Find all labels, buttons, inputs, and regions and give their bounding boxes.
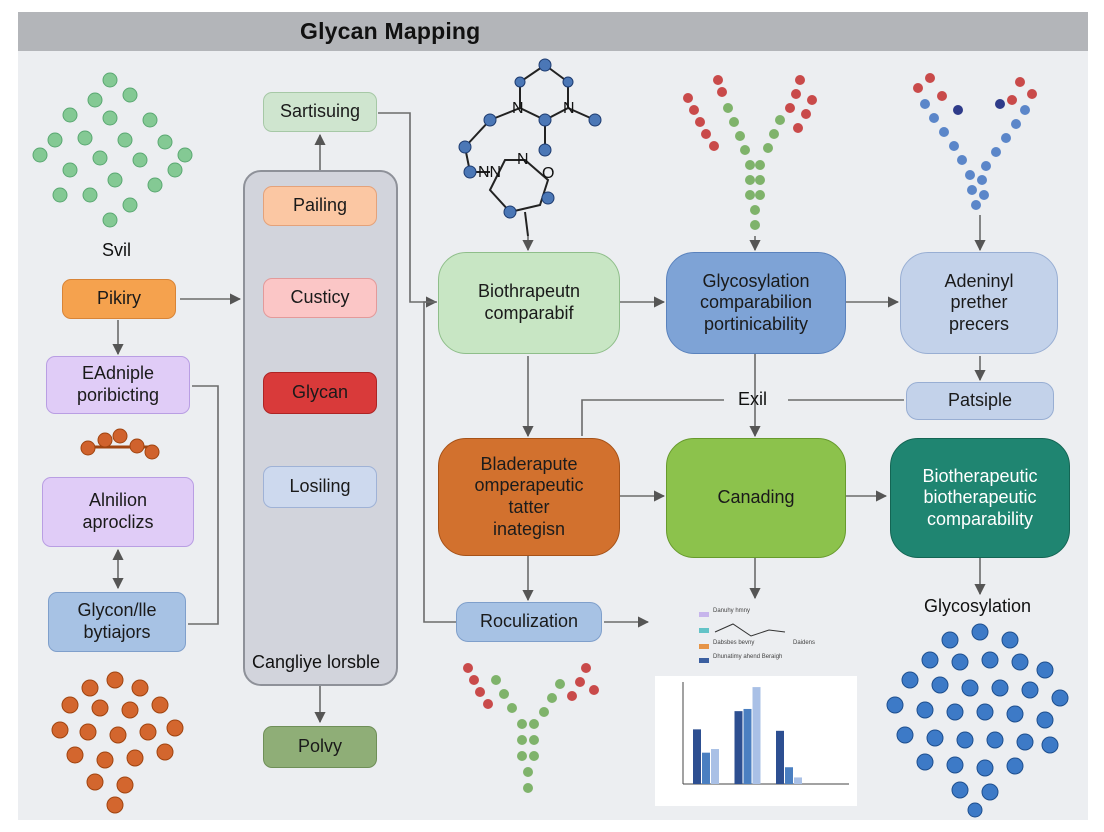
bar-chart-svg	[682, 682, 849, 785]
node-losiling[interactable]: Losiling	[263, 466, 377, 508]
legend-swatch	[699, 658, 709, 663]
legend-swatch	[699, 628, 709, 633]
node-glycan[interactable]: Glycan	[263, 372, 377, 414]
node-biothrapeutn[interactable]: Biothrapeutn comparabif	[438, 252, 620, 354]
legend-item: Dhunatimy ahend Beraigh	[713, 654, 783, 660]
bar	[776, 730, 784, 784]
bar	[702, 752, 710, 784]
node-bladerapute[interactable]: Bladerapute omperapeutic tatter inategis…	[438, 438, 620, 556]
orange-molecule-icon	[51, 671, 184, 814]
atom-label: NN	[478, 164, 502, 181]
node-pikiry[interactable]: Pikiry	[62, 279, 176, 319]
green-molecule-icon	[32, 72, 193, 228]
legend-swatches	[699, 612, 786, 663]
title-bar	[18, 12, 1088, 51]
exil-label: Exil	[738, 389, 768, 409]
connector-sartisuing-biothrapeutn	[378, 112, 438, 308]
atom-label: N	[512, 100, 524, 117]
bar	[785, 767, 793, 784]
hexagon-molecule-icon	[464, 63, 596, 237]
node-glycosylation-comparability[interactable]: Glycosylation comparabilion portinicabil…	[666, 252, 846, 354]
node-patsiple[interactable]: Patsiple	[906, 382, 1054, 420]
node-glycon[interactable]: Glycon/lle bytiajors	[48, 592, 186, 652]
bar	[743, 708, 752, 784]
antibody-red-green-icon	[683, 75, 817, 230]
glycosylation-label: Glycosylation	[924, 596, 1032, 616]
bar	[711, 749, 719, 784]
node-adeninyl[interactable]: Adeninyl prether precers	[900, 252, 1058, 354]
node-canading[interactable]: Canading	[666, 438, 846, 558]
legend-item: Dabsbes bevny	[713, 640, 755, 646]
legend-swatch	[699, 612, 709, 617]
legend-item: Daidens	[793, 640, 816, 646]
node-alnilion[interactable]: Alnilion aproclizs	[42, 477, 194, 547]
bar	[734, 711, 743, 784]
node-eadniple[interactable]: EAdniple poribicting	[46, 356, 190, 414]
node-sartisuing[interactable]: Sartisuing	[263, 92, 377, 132]
node-roculization[interactable]: Roculization	[456, 602, 602, 642]
bar	[794, 777, 802, 784]
process-group-container	[243, 170, 398, 686]
legend-item: Danuhy hmny	[713, 608, 751, 614]
orange-dimer-icon	[80, 428, 160, 460]
atom-label: N	[517, 151, 529, 168]
bar	[752, 687, 761, 784]
node-biotherapeutic[interactable]: Biotherapeutic biotherapeutic comparabil…	[890, 438, 1070, 558]
bar	[693, 729, 701, 784]
bar-chart	[655, 676, 857, 806]
cangliye-label: Cangliye lorsble	[252, 652, 381, 672]
atom-label: N	[563, 100, 575, 117]
svil-label: Svil	[102, 240, 132, 260]
legend-swatch	[699, 644, 709, 649]
chart-legend: Danuhy hmny Dabsbes bevny Dhunatimy ahen…	[693, 608, 833, 668]
node-polvy[interactable]: Polvy	[263, 726, 377, 768]
antibody-blue-icon	[913, 73, 1037, 210]
diagram-title: Glycan Mapping	[300, 18, 481, 44]
atom-label: O	[542, 165, 555, 182]
antibody-bottom-icon	[463, 663, 599, 793]
node-pailing[interactable]: Pailing	[263, 186, 377, 226]
connector-eadniple-glycon	[188, 385, 219, 625]
node-custicy[interactable]: Custicy	[263, 278, 377, 318]
blue-molecule-icon	[886, 623, 1069, 818]
connector-roculization	[423, 301, 456, 623]
